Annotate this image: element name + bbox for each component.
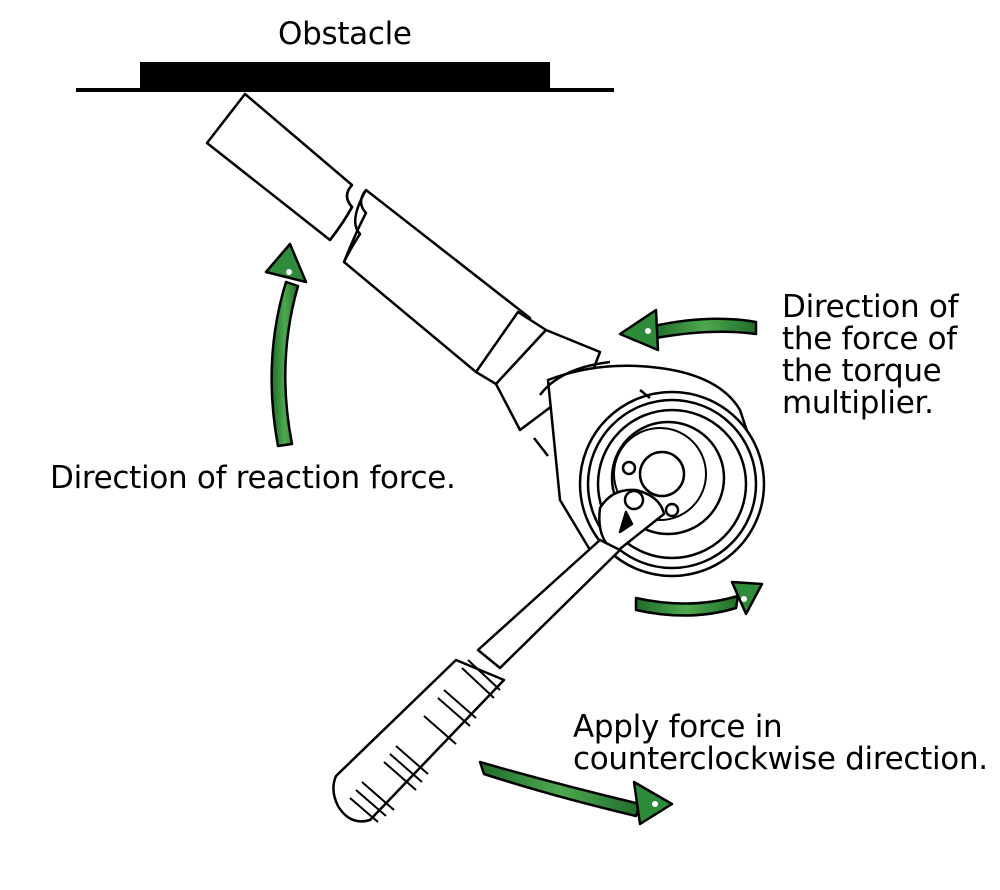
obstacle-block-icon: [76, 62, 614, 92]
apply-force-label: Apply force in counterclockwise directio…: [573, 711, 988, 775]
ratchet-wrench-icon: [332, 488, 666, 823]
reaction-arm: [205, 92, 602, 432]
applied-force-arrow-icon: [478, 760, 674, 826]
apply-force-label-line-2: counterclockwise direction.: [573, 741, 988, 777]
multiplier-force-arrow-icon: [618, 308, 758, 352]
multiplier-force-label-line-1: Direction of: [782, 289, 959, 325]
reaction-force-arrow-icon: [264, 242, 308, 448]
multiplier-force-label-line-3: the torque: [782, 353, 942, 389]
rotation-arrow-icon: [634, 580, 764, 617]
apply-force-label-line-1: Apply force in: [573, 709, 783, 745]
torque-multiplier-icon: [533, 360, 766, 578]
multiplier-force-label: Direction of the force of the torque mul…: [782, 291, 958, 419]
reaction-force-label: Direction of reaction force.: [50, 460, 456, 496]
multiplier-force-label-line-4: multiplier.: [782, 385, 934, 421]
multiplier-force-label-line-2: the force of: [782, 321, 957, 357]
obstacle-label: Obstacle: [278, 16, 412, 52]
